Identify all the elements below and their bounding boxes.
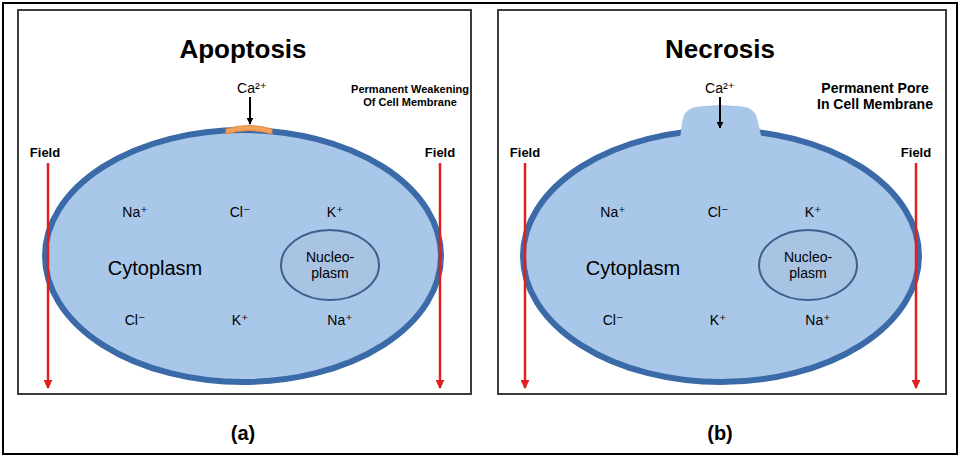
- ellipse-outline: [520, 127, 922, 385]
- nucleus: Nucleo- plasm: [758, 229, 858, 301]
- ion-label: Na⁺: [122, 204, 147, 220]
- field-arrow: [524, 163, 527, 388]
- ion-label: Cl⁻: [603, 312, 624, 328]
- ion-label: Na⁺: [805, 312, 830, 328]
- ion-label: K⁺: [710, 312, 727, 328]
- panel-tag: (a): [231, 422, 255, 445]
- field-arrow: [439, 163, 442, 388]
- membrane-pore-bulge: [680, 106, 762, 143]
- annotation-note: Permanent Pore In Cell Membrane: [815, 80, 936, 112]
- field-label: Field: [510, 146, 540, 161]
- calcium-influx-arrow: [719, 97, 721, 128]
- weakened-membrane-patch: [226, 126, 272, 135]
- ion-label: Ca²⁺: [237, 80, 267, 96]
- ellipse-outline: [42, 127, 444, 385]
- field-label: Field: [425, 146, 455, 161]
- annotation-note: Permanent Weakening Of Cell Membrane: [348, 83, 473, 108]
- nucleus-label: Nucleo- plasm: [301, 249, 359, 281]
- ellipse-shape: [281, 230, 379, 300]
- cell-body: Na⁺Cl⁻K⁺CytoplasmCl⁻K⁺Na⁺Nucleo- plasm: [520, 127, 922, 385]
- ellipse-shape: [523, 130, 919, 382]
- panel-box: ApoptosisNa⁺Cl⁻K⁺CytoplasmCl⁻K⁺Na⁺Nucleo…: [17, 9, 472, 395]
- calcium-influx-arrow: [249, 97, 251, 124]
- region-label: Cytoplasm: [586, 257, 680, 280]
- ellipse-shape: [45, 130, 441, 382]
- cell-body: Na⁺Cl⁻K⁺CytoplasmCl⁻K⁺Na⁺Nucleo- plasm: [42, 127, 444, 385]
- ion-label: Ca²⁺: [705, 80, 735, 96]
- nucleus: Nucleo- plasm: [280, 229, 380, 301]
- nucleus-label: Nucleo- plasm: [779, 249, 837, 281]
- field-arrow: [47, 163, 50, 388]
- ion-label: K⁺: [327, 204, 344, 220]
- ion-label: Na⁺: [327, 312, 352, 328]
- ion-label: Cl⁻: [230, 204, 251, 220]
- panel-tag: (b): [707, 422, 733, 445]
- ion-label: K⁺: [232, 312, 249, 328]
- panel-box: NecrosisNa⁺Cl⁻K⁺CytoplasmCl⁻K⁺Na⁺Nucleo-…: [497, 9, 947, 395]
- ion-label: K⁺: [805, 204, 822, 220]
- ellipse-shape: [759, 230, 857, 300]
- panel-title: Apoptosis: [179, 35, 306, 65]
- ion-label: Cl⁻: [125, 312, 146, 328]
- field-label: Field: [901, 146, 931, 161]
- region-label: Cytoplasm: [108, 257, 202, 280]
- ion-label: Na⁺: [600, 204, 625, 220]
- outer-frame: [3, 3, 957, 454]
- field-arrow: [915, 163, 918, 388]
- ion-label: Cl⁻: [708, 204, 729, 220]
- field-label: Field: [30, 146, 60, 161]
- panel-title: Necrosis: [665, 35, 775, 65]
